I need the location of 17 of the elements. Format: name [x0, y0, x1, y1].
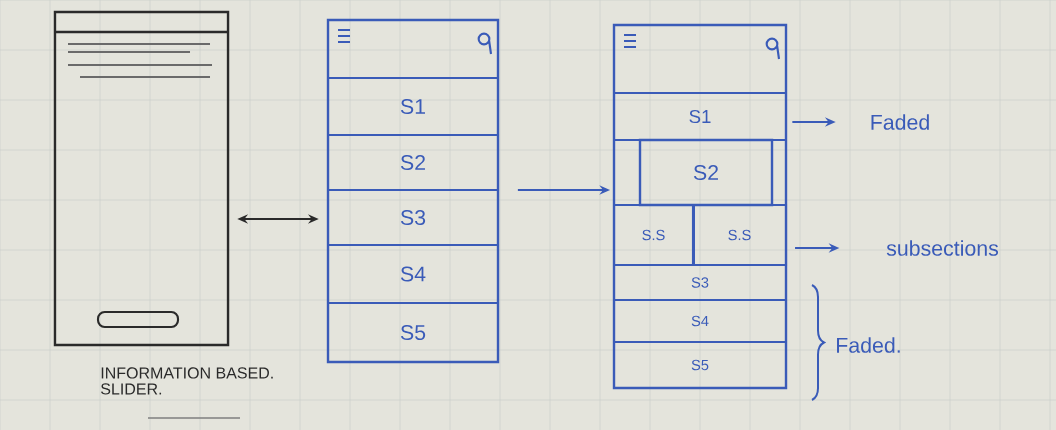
note-text: Faded. [837, 337, 900, 353]
caption-text: INFORMATION BASED. SLIDER. [101, 367, 273, 395]
phone-frame [53, 10, 230, 347]
section-row: S4 [327, 244, 499, 304]
section-row: S.S [691, 204, 788, 266]
section-row: S2 [327, 134, 499, 191]
section-row: S.S [613, 204, 694, 266]
section-row: S5 [327, 302, 499, 363]
note-text: Faded [871, 114, 929, 130]
section-row: S3 [613, 264, 787, 301]
section-row: S1 [613, 92, 787, 141]
section-row: S3 [327, 189, 499, 246]
section-row: S5 [613, 341, 787, 389]
note-text: subsections [886, 240, 999, 256]
section-row: S4 [613, 299, 787, 343]
section-box: S2 [638, 138, 774, 207]
section-row: S1 [327, 76, 499, 137]
